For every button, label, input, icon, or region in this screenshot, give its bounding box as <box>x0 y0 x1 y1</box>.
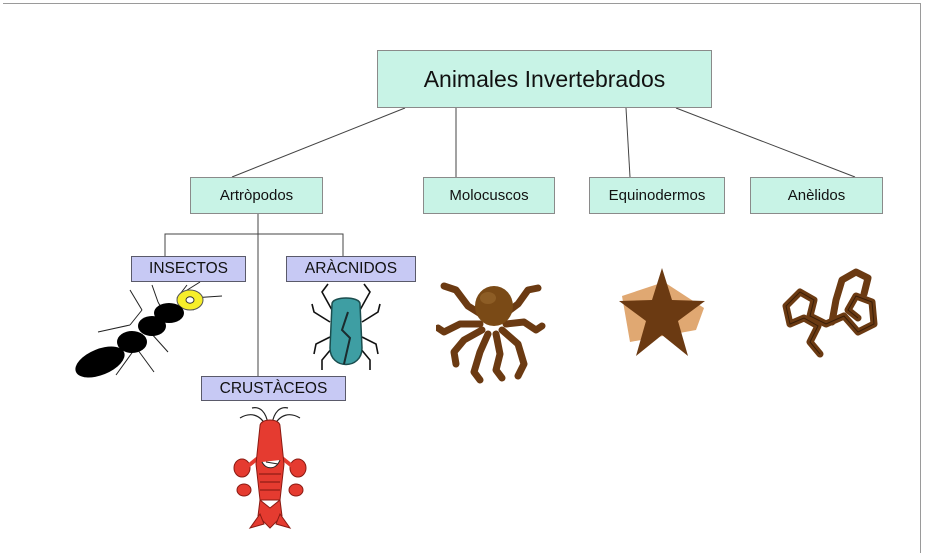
worm-icon <box>780 262 884 364</box>
node-anelidos: Anèlidos <box>750 177 883 214</box>
ant-icon <box>72 280 232 385</box>
lobster-icon <box>230 404 310 532</box>
connector-root-artropodos <box>232 108 405 177</box>
node-equinodermos: Equinodermos <box>589 177 725 214</box>
node-insectos: INSECTOS <box>131 256 246 282</box>
root-node: Animales Invertebrados <box>377 50 712 108</box>
spider-icon <box>308 282 383 372</box>
connector-branch-bar <box>165 234 343 256</box>
connector-root-anelidos <box>676 108 855 177</box>
node-artropodos: Artròpodos <box>190 177 323 214</box>
node-aracnidos: ARÀCNIDOS <box>286 256 416 282</box>
node-moluscos: Molocuscos <box>423 177 555 214</box>
octopus-icon <box>436 276 546 384</box>
starfish-icon <box>616 264 708 362</box>
connector-root-equinodermos <box>626 108 630 177</box>
